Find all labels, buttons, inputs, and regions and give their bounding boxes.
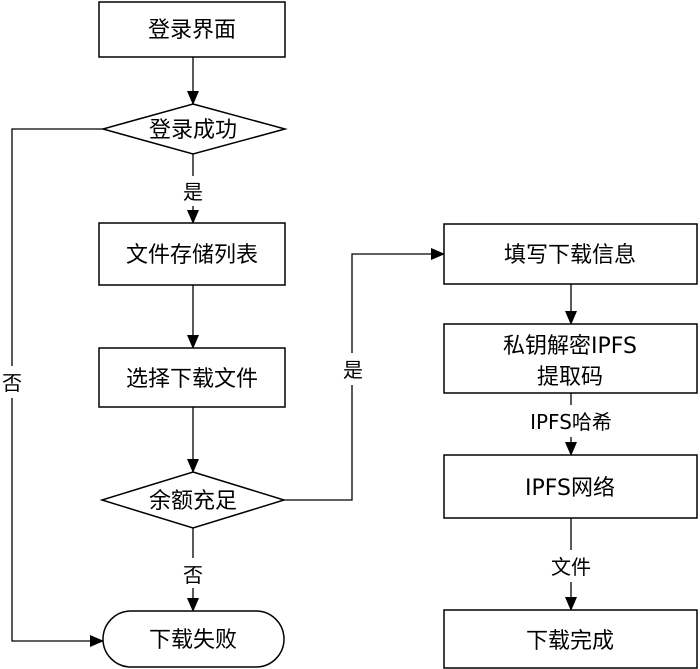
node-download-failed-label: 下载失败 xyxy=(149,628,237,653)
edge-login-failed xyxy=(11,128,104,647)
node-login-success-decision: 登录成功 xyxy=(100,103,288,155)
edge-label-login-no: 否 xyxy=(2,371,22,395)
node-login-screen-label: 登录界面 xyxy=(148,18,236,43)
edge-label-ipfs-hash: IPFS哈希 xyxy=(530,410,612,434)
node-download-failed: 下载失败 xyxy=(102,610,285,668)
edge-label-file: 文件 xyxy=(551,555,591,579)
node-decrypt-line2: 提取码 xyxy=(537,365,603,390)
node-balance-sufficient-label: 余额充足 xyxy=(149,489,237,514)
node-login-success-label: 登录成功 xyxy=(149,118,237,143)
node-download-complete-label: 下载完成 xyxy=(526,629,614,654)
node-fill-download-info-label: 填写下载信息 xyxy=(504,243,636,268)
node-ipfs-network-label: IPFS网络 xyxy=(525,476,615,501)
node-file-storage-list-label: 文件存储列表 xyxy=(126,243,258,268)
node-select-download-file-label: 选择下载文件 xyxy=(126,367,258,392)
node-fill-download-info: 填写下载信息 xyxy=(443,223,698,285)
node-decrypt-line1: 私钥解密IPFS xyxy=(503,334,637,359)
node-file-storage-list: 文件存储列表 xyxy=(98,222,286,286)
node-balance-sufficient-decision: 余额充足 xyxy=(99,471,287,529)
node-login-screen: 登录界面 xyxy=(98,1,286,58)
node-download-complete: 下载完成 xyxy=(443,609,698,669)
edge-label-balance-no: 否 xyxy=(183,563,203,587)
node-ipfs-network: IPFS网络 xyxy=(443,454,698,519)
node-select-download-file: 选择下载文件 xyxy=(98,347,286,408)
node-decrypt-ipfs-code: 私钥解密IPFS 提取码 xyxy=(443,323,698,394)
edge-label-login-yes: 是 xyxy=(183,180,203,204)
edge-label-balance-yes: 是 xyxy=(343,358,363,382)
